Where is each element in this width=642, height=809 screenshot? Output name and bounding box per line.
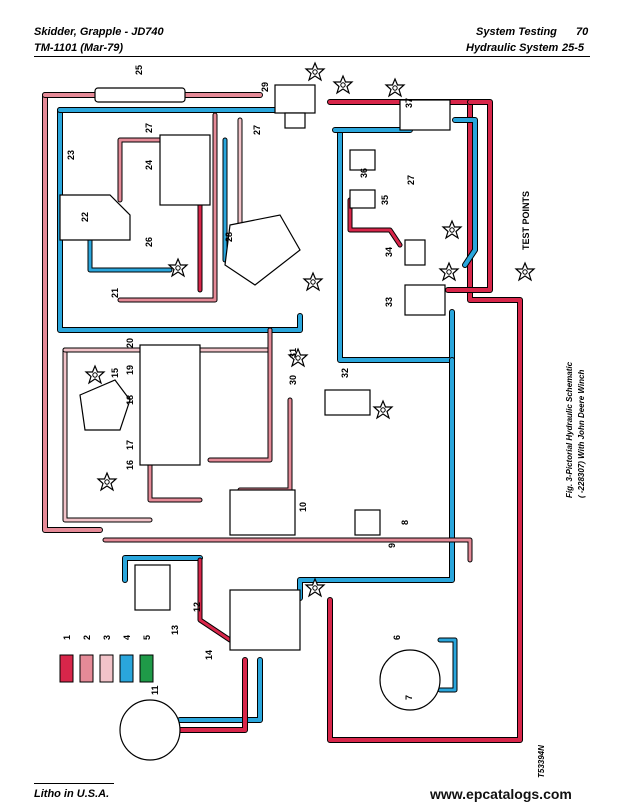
callout-32: 32 — [340, 368, 350, 378]
figure-caption-line1: Fig. 3-Pictorial Hydraulic Schematic — [565, 361, 574, 498]
callout-30: 30 — [288, 375, 298, 385]
component-36 — [349, 149, 376, 171]
callout-33: 33 — [384, 297, 394, 307]
component-22-23-reservoir — [59, 194, 131, 241]
document-title: Skidder, Grapple - JD740 — [34, 26, 164, 38]
component-33-valve — [404, 284, 446, 316]
callout-37: 37 — [404, 98, 414, 108]
legend-label-1: 1 — [62, 635, 72, 640]
component-10-filter — [229, 489, 296, 536]
component-9 — [354, 509, 381, 536]
legend-label-4: 4 — [122, 635, 132, 640]
callout-25: 25 — [134, 65, 144, 75]
callout-17: 17 — [125, 440, 135, 450]
callout-31: 31 — [288, 348, 298, 358]
callout-11: 11 — [150, 685, 160, 695]
callout-18: 18 — [125, 395, 135, 405]
litho-text: Litho in U.S.A. — [34, 788, 110, 800]
callout-8: 8 — [400, 520, 410, 525]
section-title: System Testing — [476, 26, 557, 38]
page-number: 70 — [576, 26, 589, 38]
footer-rule — [34, 783, 114, 784]
components — [59, 84, 451, 761]
subsection-title: Hydraulic System — [466, 42, 559, 54]
callout-22: 22 — [80, 212, 90, 222]
image-code: T53394N — [537, 745, 546, 778]
legend-swatch-1 — [59, 654, 74, 683]
header-rule — [34, 56, 590, 57]
callout-34: 34 — [384, 247, 394, 257]
callout-36: 36 — [359, 168, 369, 178]
component-24-cylinder — [159, 134, 211, 206]
figure-caption-line2: ( -228307) With John Deere Winch — [577, 370, 586, 498]
component-28-valve — [224, 214, 301, 286]
callout-29: 29 — [260, 82, 270, 92]
component-20-control-valve — [139, 344, 201, 466]
callout-21: 21 — [110, 288, 120, 298]
component-11-tank — [119, 699, 181, 761]
component-29-valve — [274, 84, 316, 114]
legend-swatch-2 — [79, 654, 94, 683]
legend-swatch-5 — [139, 654, 154, 683]
component-34 — [404, 239, 426, 266]
component-13-pump — [134, 564, 171, 611]
callout-13: 13 — [170, 625, 180, 635]
component-15-18-pedal — [79, 379, 131, 431]
legend-swatch-3 — [99, 654, 114, 683]
page-reference: 25-5 — [562, 42, 585, 54]
component-14-valve — [229, 589, 301, 651]
callout-27-c: 27 — [406, 175, 416, 185]
manual-id: TM-1101 (Mar-79) — [34, 42, 124, 54]
callout-24: 24 — [144, 160, 154, 170]
legend-label-5: 5 — [142, 635, 152, 640]
component-35 — [349, 189, 376, 209]
test-points-label: TEST POINTS — [521, 191, 531, 250]
component-6-winch — [379, 649, 441, 711]
callout-10: 10 — [298, 502, 308, 512]
legend — [59, 654, 154, 683]
callout-35: 35 — [380, 195, 390, 205]
callout-19: 19 — [125, 365, 135, 375]
component-37-block — [399, 99, 451, 131]
callout-28: 28 — [224, 232, 234, 242]
callout-14: 14 — [204, 650, 214, 660]
component-32 — [324, 389, 371, 416]
legend-label-2: 2 — [82, 635, 92, 640]
callout-labels: 1 2 3 4 5 6 7 8 9 10 11 12 13 14 15 16 1… — [62, 65, 416, 700]
callout-15: 15 — [110, 368, 120, 378]
legend-label-3: 3 — [102, 635, 112, 640]
callout-12: 12 — [192, 602, 202, 612]
callout-9: 9 — [387, 543, 397, 548]
callout-23: 23 — [66, 150, 76, 160]
callout-27-a: 27 — [144, 123, 154, 133]
watermark-text: www.epcatalogs.com — [430, 786, 572, 802]
callout-16: 16 — [125, 460, 135, 470]
callout-7: 7 — [404, 695, 414, 700]
legend-swatch-4 — [119, 654, 134, 683]
callout-26: 26 — [144, 237, 154, 247]
callout-6: 6 — [392, 635, 402, 640]
component-25-hose — [94, 87, 186, 103]
callout-20: 20 — [125, 338, 135, 348]
callout-27-b: 27 — [252, 125, 262, 135]
